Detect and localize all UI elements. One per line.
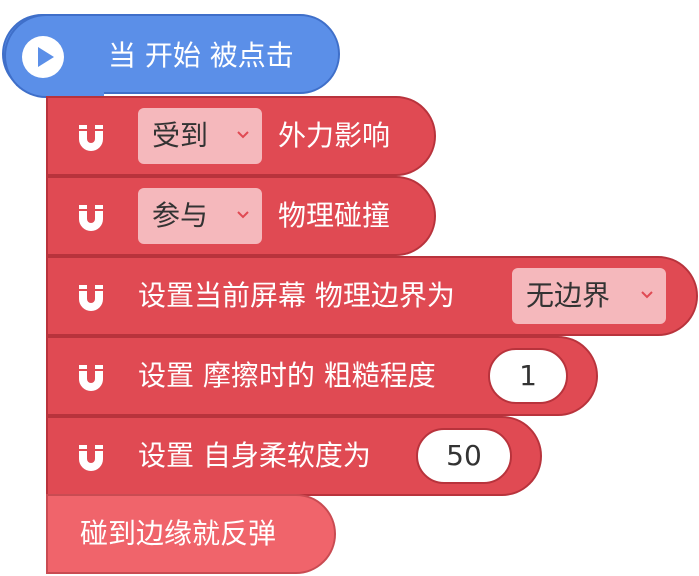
- block-set-screen-boundary[interactable]: 设置当前屏幕 物理边界为 无边界: [46, 256, 698, 336]
- block-prefix-label: 设置当前屏幕 物理边界为: [138, 279, 455, 312]
- block-bounce-on-edge[interactable]: 碰到边缘就反弹: [46, 494, 336, 574]
- magnet-icon: [79, 365, 103, 391]
- affected-dropdown[interactable]: 受到: [138, 108, 262, 164]
- when-start-clicked-block[interactable]: 当 开始 被点击: [2, 14, 340, 98]
- block-affected-by-force[interactable]: 受到 外力影响: [46, 96, 436, 176]
- magnet-icon: [79, 125, 103, 151]
- chevron-down-icon: [641, 291, 653, 299]
- magnet-icon: [79, 285, 103, 311]
- boundary-dropdown[interactable]: 无边界: [512, 268, 666, 324]
- participate-dropdown[interactable]: 参与: [138, 188, 262, 244]
- hat-label: 当 开始 被点击: [108, 39, 294, 72]
- magnet-icon: [79, 445, 103, 471]
- affected-dropdown-value: 受到: [152, 119, 209, 152]
- block-suffix-label: 物理碰撞: [278, 199, 391, 232]
- friction-value-input[interactable]: 1: [488, 348, 568, 404]
- magnet-icon: [79, 205, 103, 231]
- bounce-label: 碰到边缘就反弹: [80, 517, 277, 550]
- block-prefix-label: 设置 自身柔软度为: [138, 439, 371, 472]
- chevron-down-icon: [237, 211, 249, 219]
- block-suffix-label: 外力影响: [278, 119, 391, 152]
- block-set-softness[interactable]: 设置 自身柔软度为 50: [46, 416, 542, 496]
- block-physics-collision[interactable]: 参与 物理碰撞: [46, 176, 436, 256]
- boundary-dropdown-value: 无边界: [526, 279, 611, 312]
- participate-dropdown-value: 参与: [152, 199, 209, 232]
- play-icon[interactable]: [22, 36, 64, 78]
- block-set-friction[interactable]: 设置 摩擦时的 粗糙程度 1: [46, 336, 598, 416]
- chevron-down-icon: [237, 131, 249, 139]
- block-prefix-label: 设置 摩擦时的 粗糙程度: [138, 359, 436, 392]
- softness-value-input[interactable]: 50: [416, 428, 512, 484]
